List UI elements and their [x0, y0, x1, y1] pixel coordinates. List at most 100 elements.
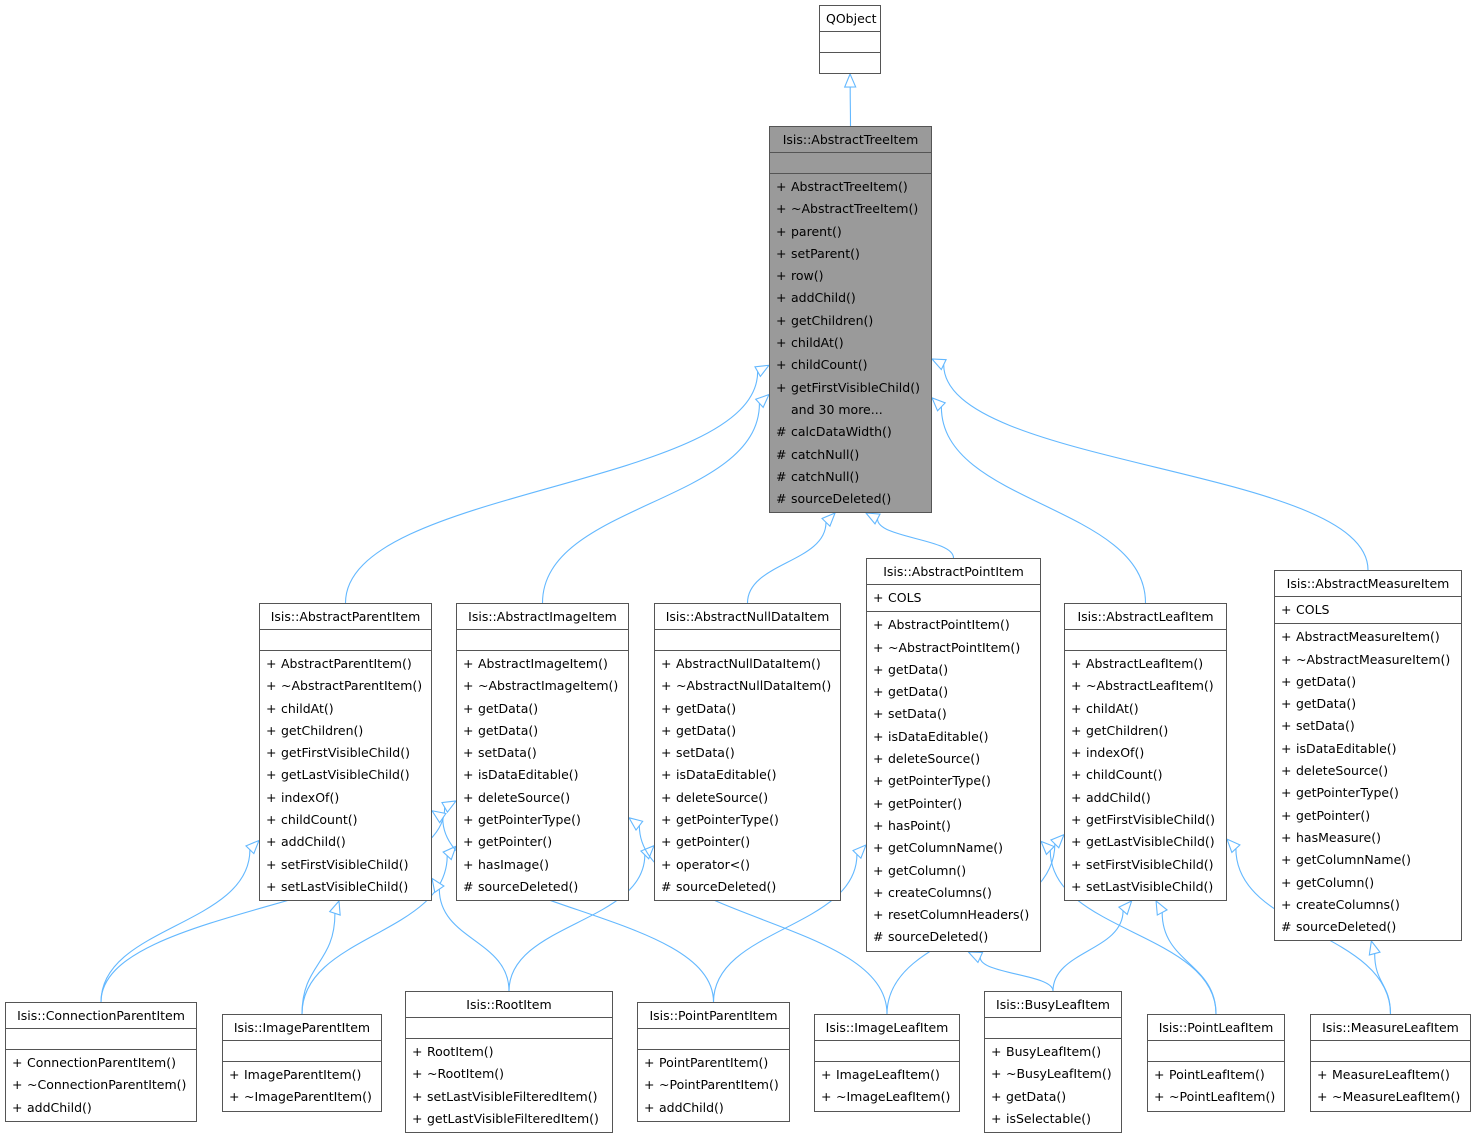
visibility-marker: # — [661, 878, 672, 894]
class-box-connparent[interactable]: Isis::ConnectionParentItem+ConnectionPar… — [5, 1002, 197, 1122]
member-name: getData() — [1296, 673, 1357, 689]
member-name: setLastVisibleChild() — [1086, 878, 1214, 894]
method: +addChild() — [644, 1097, 789, 1119]
method: +isDataEditable() — [661, 764, 840, 786]
class-box-root[interactable]: Isis::RootItem+RootItem()+~RootItem()+se… — [405, 991, 613, 1134]
visibility-marker: + — [266, 812, 277, 828]
inheritance-arrowhead — [1039, 840, 1056, 856]
visibility-marker: # — [873, 929, 884, 945]
inheritance-arrowhead — [430, 809, 447, 824]
method: +hasPoint() — [873, 815, 1040, 837]
visibility-marker: + — [991, 1066, 1002, 1082]
method: +addChild() — [266, 831, 431, 853]
member-name: ~ImageParentItem() — [244, 1089, 372, 1105]
method: +isDataEditable() — [463, 764, 628, 786]
member-name: getColumnName() — [888, 840, 1004, 856]
class-box-msleaf[interactable]: Isis::MeasureLeafItem+MeasureLeafItem()+… — [1310, 1014, 1471, 1112]
inheritance-arrowhead — [1155, 899, 1169, 916]
method: +deleteSource() — [463, 787, 628, 809]
visibility-marker: + — [661, 700, 672, 716]
visibility-marker: + — [12, 1077, 23, 1093]
inheritance-arrowhead — [864, 512, 881, 525]
member-name: row() — [791, 268, 824, 284]
inheritance-arrowhead — [967, 951, 984, 964]
method: +~ImageParentItem() — [229, 1086, 381, 1108]
method: +deleteSource() — [1281, 760, 1461, 782]
member-name: COLS — [1296, 602, 1330, 617]
member-name: sourceDeleted() — [676, 878, 777, 894]
method: +isDataEditable() — [873, 726, 1040, 748]
member-name: setLastVisibleChild() — [281, 878, 409, 894]
inheritance-arrowhead — [852, 844, 867, 860]
method: +childCount() — [266, 809, 431, 831]
method: +AbstractImageItem() — [463, 653, 628, 675]
member-name: deleteSource() — [888, 751, 981, 767]
method: +~AbstractTreeItem() — [776, 198, 931, 220]
methods-section: +ImageParentItem()+~ImageParentItem() — [223, 1061, 381, 1111]
visibility-marker: + — [873, 751, 884, 767]
member-name: COLS — [888, 590, 922, 605]
class-box-ptleaf[interactable]: Isis::PointLeafItem+PointLeafItem()+~Poi… — [1147, 1014, 1285, 1112]
method: +~AbstractMeasureItem() — [1281, 649, 1461, 671]
method: +RootItem() — [412, 1041, 612, 1063]
visibility-marker: + — [1281, 874, 1292, 890]
method: +childAt() — [1071, 698, 1226, 720]
class-box-qobject[interactable]: QObject — [819, 5, 881, 74]
inheritance-arrowhead — [1368, 939, 1381, 956]
methods-section: +BusyLeafItem()+~BusyLeafItem()+getData(… — [985, 1038, 1121, 1132]
class-box-imgleaf[interactable]: Isis::ImageLeafItem+ImageLeafItem()+~Ima… — [814, 1014, 960, 1112]
class-box-tree[interactable]: Isis::AbstractTreeItem+AbstractTreeItem(… — [769, 126, 932, 514]
method: +indexOf() — [266, 787, 431, 809]
method: +getChildren() — [776, 310, 931, 332]
class-name: Isis::AbstractPointItem — [883, 564, 1024, 579]
member-name: isDataEditable() — [1296, 740, 1397, 756]
class-name: Isis::AbstractMeasureItem — [1286, 576, 1450, 591]
member-name: AbstractPointItem() — [888, 617, 1010, 633]
inheritance-arrowhead — [328, 899, 341, 916]
attributes-section — [815, 1040, 959, 1061]
member-name: deleteSource() — [1296, 763, 1389, 779]
method: +AbstractPointItem() — [873, 614, 1040, 636]
class-name: Isis::PointLeafItem — [1158, 1020, 1274, 1035]
class-box-measure[interactable]: Isis::AbstractMeasureItem+COLS+AbstractM… — [1274, 570, 1462, 942]
member-name: isDataEditable() — [888, 728, 989, 744]
class-box-parent[interactable]: Isis::AbstractParentItem+AbstractParentI… — [259, 603, 432, 902]
method: +setData() — [873, 703, 1040, 725]
method: +getData() — [1281, 693, 1461, 715]
visibility-marker: + — [266, 745, 277, 761]
visibility-marker: + — [776, 357, 787, 373]
member-name: createColumns() — [888, 884, 992, 900]
class-box-imgparent[interactable]: Isis::ImageParentItem+ImageParentItem()+… — [222, 1014, 382, 1112]
member-name: childCount() — [281, 812, 358, 828]
member-name: ~AbstractNullDataItem() — [676, 678, 832, 694]
member-name: getLastVisibleChild() — [281, 767, 410, 783]
method: +~PointParentItem() — [644, 1074, 789, 1096]
inheritance-edge — [438, 889, 510, 992]
class-box-ptparent[interactable]: Isis::PointParentItem+PointParentItem()+… — [637, 1002, 790, 1122]
method: +getData() — [661, 698, 840, 720]
method: +BusyLeafItem() — [991, 1041, 1121, 1063]
method: +getData() — [661, 720, 840, 742]
class-box-busyleaf[interactable]: Isis::BusyLeafItem+BusyLeafItem()+~BusyL… — [984, 991, 1122, 1134]
methods-section: +AbstractLeafItem()+~AbstractLeafItem()+… — [1065, 650, 1226, 900]
member-name: addChild() — [791, 290, 856, 306]
inheritance-edge — [344, 371, 759, 604]
class-box-leaf[interactable]: Isis::AbstractLeafItem+AbstractLeafItem(… — [1064, 603, 1227, 902]
inheritance-edge — [1052, 910, 1124, 992]
member-name: MeasureLeafItem() — [1332, 1067, 1450, 1082]
class-box-point[interactable]: Isis::AbstractPointItem+COLS+AbstractPoi… — [866, 558, 1041, 952]
method: +addChild() — [1071, 787, 1226, 809]
visibility-marker: + — [873, 907, 884, 923]
class-name: Isis::ConnectionParentItem — [17, 1008, 185, 1023]
attributes-section: +COLS — [867, 584, 1040, 611]
method: +isDataEditable() — [1281, 738, 1461, 760]
member-name: setData() — [676, 745, 735, 761]
visibility-marker: + — [1281, 696, 1292, 712]
method: +setLastVisibleFilteredItem() — [412, 1086, 612, 1108]
method: +getData() — [873, 659, 1040, 681]
visibility-marker: + — [873, 817, 884, 833]
member-name: BusyLeafItem() — [1006, 1044, 1102, 1059]
class-box-null[interactable]: Isis::AbstractNullDataItem+AbstractNullD… — [654, 603, 841, 902]
class-box-image[interactable]: Isis::AbstractImageItem+AbstractImageIte… — [456, 603, 629, 902]
visibility-marker: + — [463, 700, 474, 716]
